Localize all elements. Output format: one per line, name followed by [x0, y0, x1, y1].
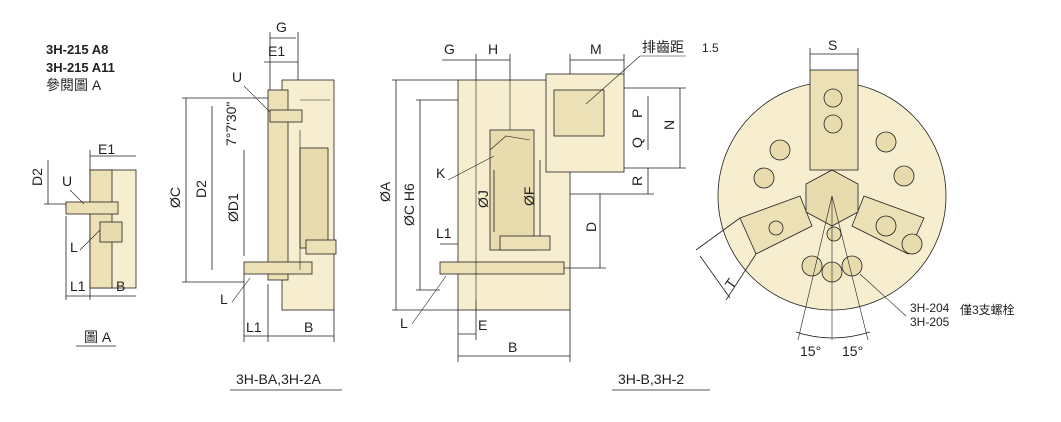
ba-D2: D2	[193, 180, 209, 198]
detail-a-D2: D2	[29, 168, 45, 186]
b-P: P	[629, 109, 645, 118]
b-B: B	[508, 339, 517, 355]
mount-hole-5	[875, 215, 897, 237]
b-M: M	[590, 41, 602, 57]
ref-note: 參閱圖 A	[46, 77, 102, 93]
view-ba: G E1 U 7°7'30" ØC D2 ØD1 L L1 B 3H-BA,3H…	[167, 19, 342, 391]
jaw-top-hole-1	[823, 88, 843, 108]
b-L: L	[400, 315, 408, 331]
b-A: ØA	[377, 181, 393, 202]
center-lower-hole	[826, 226, 842, 242]
ba-U: U	[232, 69, 242, 85]
detail-a-caption: 圖 A	[84, 329, 112, 345]
angle-right: 15°	[842, 343, 863, 359]
mount-hole-2	[753, 167, 775, 189]
ba-L: L	[220, 291, 228, 307]
mount-hole-9	[841, 255, 863, 277]
b-bore	[489, 129, 535, 251]
detail-a-bolt	[65, 201, 119, 215]
mount-hole-3	[875, 131, 897, 153]
front-view: S T 3H-204 3H-205 僅3支螺栓 15° 15°	[695, 37, 1015, 359]
b-pitch-value: 1.5	[702, 41, 719, 55]
detail-a-L1: L1	[70, 278, 86, 294]
ba-L1: L1	[246, 319, 262, 335]
angle-left: 15°	[800, 343, 821, 359]
ba-bottom-bolt	[243, 261, 313, 275]
detail-a: 3H-215 A8 3H-215 A11 參閱圖 A E1 D2 U L L1 …	[29, 42, 137, 347]
detail-a-B: B	[116, 278, 125, 294]
bolt-note-1: 3H-204	[910, 301, 950, 315]
front-S: S	[828, 37, 837, 53]
ba-caption: 3H-BA,3H-2A	[236, 371, 321, 387]
view-b: G H M 排齒距 1.5 N P Q R D ØA ØC	[377, 39, 719, 391]
ba-E1: E1	[268, 43, 285, 59]
b-K: K	[436, 165, 446, 181]
b-R: R	[629, 176, 645, 186]
ba-B: B	[304, 319, 313, 335]
ba-C: ØC	[167, 187, 183, 208]
b-pitch-label: 排齒距	[642, 39, 684, 55]
b-CH6: ØC H6	[401, 183, 417, 226]
b-G: G	[444, 41, 455, 57]
ba-screw	[305, 239, 337, 255]
ba-top-bolt	[269, 109, 303, 123]
b-L1: L1	[436, 225, 452, 241]
bolt-note-2: 3H-205	[910, 315, 950, 329]
b-E: E	[478, 317, 487, 333]
b-Q: Q	[629, 137, 645, 148]
detail-a-U: U	[62, 173, 72, 189]
mount-hole-6	[901, 233, 923, 255]
detail-a-pocket	[99, 221, 123, 243]
mount-hole-7	[801, 255, 823, 277]
b-D: D	[583, 222, 599, 232]
jaw-left-hole	[768, 220, 784, 236]
b-N: N	[661, 120, 677, 130]
ba-angle: 7°7'30"	[223, 102, 239, 146]
b-caption: 3H-B,3H-2	[618, 371, 684, 387]
ba-D1: ØD1	[225, 193, 241, 222]
mount-hole-4	[893, 165, 915, 187]
b-jaw-teeth	[553, 89, 605, 137]
b-F: ØF	[521, 187, 537, 206]
mount-hole-1	[769, 139, 791, 161]
bolt-note-3: 僅3支螺栓	[960, 302, 1015, 317]
ba-bore	[299, 147, 329, 249]
model-line-2: 3H-215 A11	[46, 60, 115, 75]
jaw-top-hole-2	[823, 114, 843, 134]
detail-a-L: L	[70, 239, 78, 255]
ba-adapter	[267, 89, 289, 281]
ba-G: G	[276, 19, 287, 35]
b-bottom-bolt	[439, 261, 565, 275]
b-screw	[499, 235, 551, 251]
b-J: ØJ	[475, 190, 491, 208]
model-line-1: 3H-215 A8	[46, 42, 108, 57]
b-H: H	[488, 41, 498, 57]
detail-a-E1: E1	[98, 141, 115, 157]
